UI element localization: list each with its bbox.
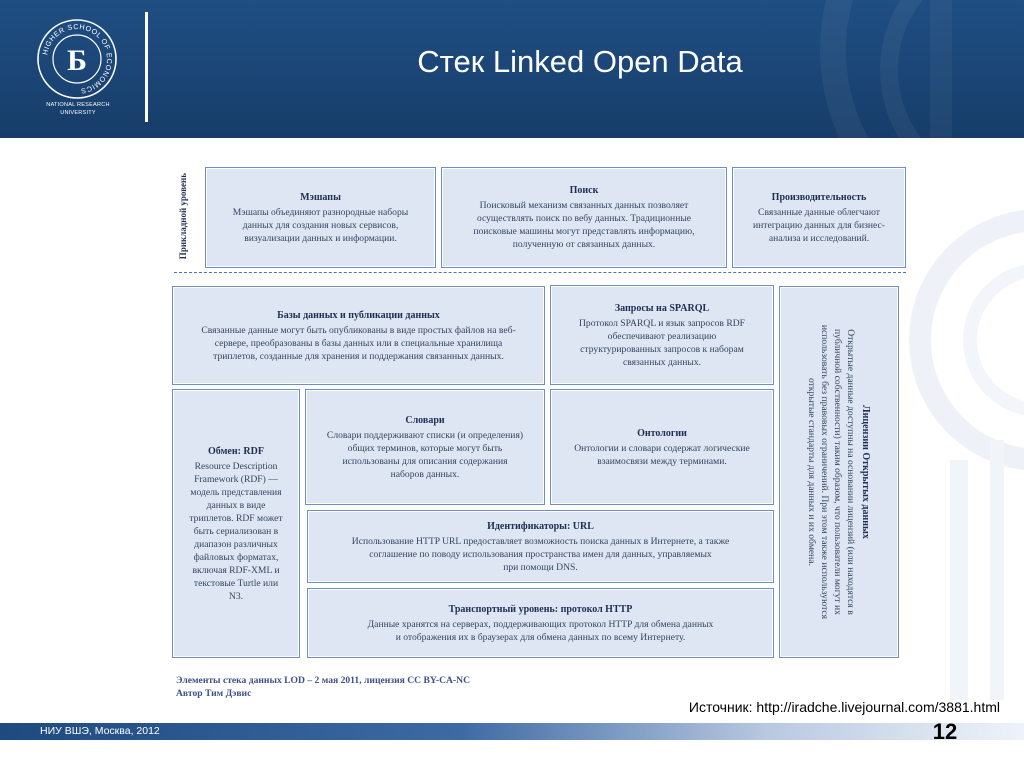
logo-caption: NATIONAL RESEARCH UNIVERSITY xyxy=(28,101,128,117)
box-title: Поиск xyxy=(569,185,599,196)
box-vocabularies: Словари Словари поддерживают списки (и о… xyxy=(305,389,545,505)
box-text: Мэшапы объединяют разнородные наборы дан… xyxy=(232,206,409,244)
box-text: Онтологии и словари содержат логические … xyxy=(574,442,750,467)
box-identifiers: Идентификаторы: URL Использование HTTP U… xyxy=(307,510,774,583)
slide-footer: НИУ ВШЭ, Москва, 2012 xyxy=(0,723,1024,740)
box-title: Идентификаторы: URL xyxy=(487,520,594,532)
box-title: Базы данных и публикации данных xyxy=(277,309,440,321)
box-sparql: Запросы на SPARQL Протокол SPARQL и язык… xyxy=(550,285,774,385)
box-title: Транспортный уровень: протокол HTTP xyxy=(448,603,633,615)
box-mashups: Мэшапы Мэшапы объединяют разнородные наб… xyxy=(205,167,436,268)
box-text: Словари поддерживают списки (и определен… xyxy=(326,429,524,480)
source-link[interactable]: Источник: http://iradche.livejournal.com… xyxy=(688,699,1000,715)
application-layer-label: Прикладной уровень xyxy=(174,160,192,272)
layer-separator xyxy=(174,272,906,273)
box-exchange-rdf: Обмен: RDF Resource Description Framewor… xyxy=(172,389,300,658)
box-text: Данные хранятся на серверах, поддерживаю… xyxy=(367,618,714,643)
box-text: Открытые данные доступны на основании ли… xyxy=(806,324,857,620)
box-title: Запросы на SPARQL xyxy=(614,302,710,314)
logo-caption-line: NATIONAL RESEARCH xyxy=(46,102,110,108)
box-transport: Транспортный уровень: протокол HTTP Данн… xyxy=(307,588,774,658)
box-title: Мэшапы xyxy=(300,191,341,203)
side-watermark xyxy=(909,210,1024,700)
box-text: Использование HTTP URL предоставляет воз… xyxy=(351,535,730,573)
box-text: Resource Description Framework (RDF) — м… xyxy=(189,460,283,602)
logo-caption-line: UNIVERSITY xyxy=(60,110,96,116)
header-divider xyxy=(145,12,148,122)
box-title: Лицензии Открытых данных xyxy=(860,405,872,539)
hse-logo-icon: HIGHER SCHOOL OF ECONOMICS Б xyxy=(37,19,117,99)
logo-monogram: Б xyxy=(67,44,87,77)
slide-title: Стек Linked Open Data xyxy=(417,44,743,79)
box-title: Производительность xyxy=(771,191,867,203)
page-number: 12 xyxy=(932,719,958,744)
box-productivity: Производительность Связанные данные обле… xyxy=(732,167,906,268)
footer-text: НИУ ВШЭ, Москва, 2012 xyxy=(40,725,160,737)
box-text: Связанные данные могут быть опубликованы… xyxy=(201,324,516,362)
header-watermark xyxy=(930,0,952,138)
box-title: Онтологии xyxy=(637,427,687,439)
box-title: Обмен: RDF xyxy=(208,445,264,457)
box-title: Словари xyxy=(405,414,445,426)
slide-header: HIGHER SCHOOL OF ECONOMICS Б NATIONAL RE… xyxy=(0,0,1024,138)
box-databases: Базы данных и публикации данных Связанны… xyxy=(172,286,545,385)
box-search: Поиск Поисковый механизм связанных данны… xyxy=(441,167,727,268)
box-text: Поисковый механизм связанных данных позв… xyxy=(473,200,695,250)
application-layer-label-text: Прикладной уровень xyxy=(178,172,188,260)
box-ontologies: Онтологии Онтологии и словари содержат л… xyxy=(550,389,774,505)
box-licenses-content: Лицензии Открытых данных Открытые данные… xyxy=(789,297,889,647)
box-text: Связанные данные облегчают интеграцию да… xyxy=(753,206,885,244)
diagram-caption: Элементы стека данных LOD – 2 мая 2011, … xyxy=(176,675,471,699)
box-text: Протокол SPARQL и язык запросов RDF обес… xyxy=(578,317,745,368)
box-licenses: Лицензии Открытых данных Открытые данные… xyxy=(779,286,899,658)
header-watermark xyxy=(880,0,1024,138)
